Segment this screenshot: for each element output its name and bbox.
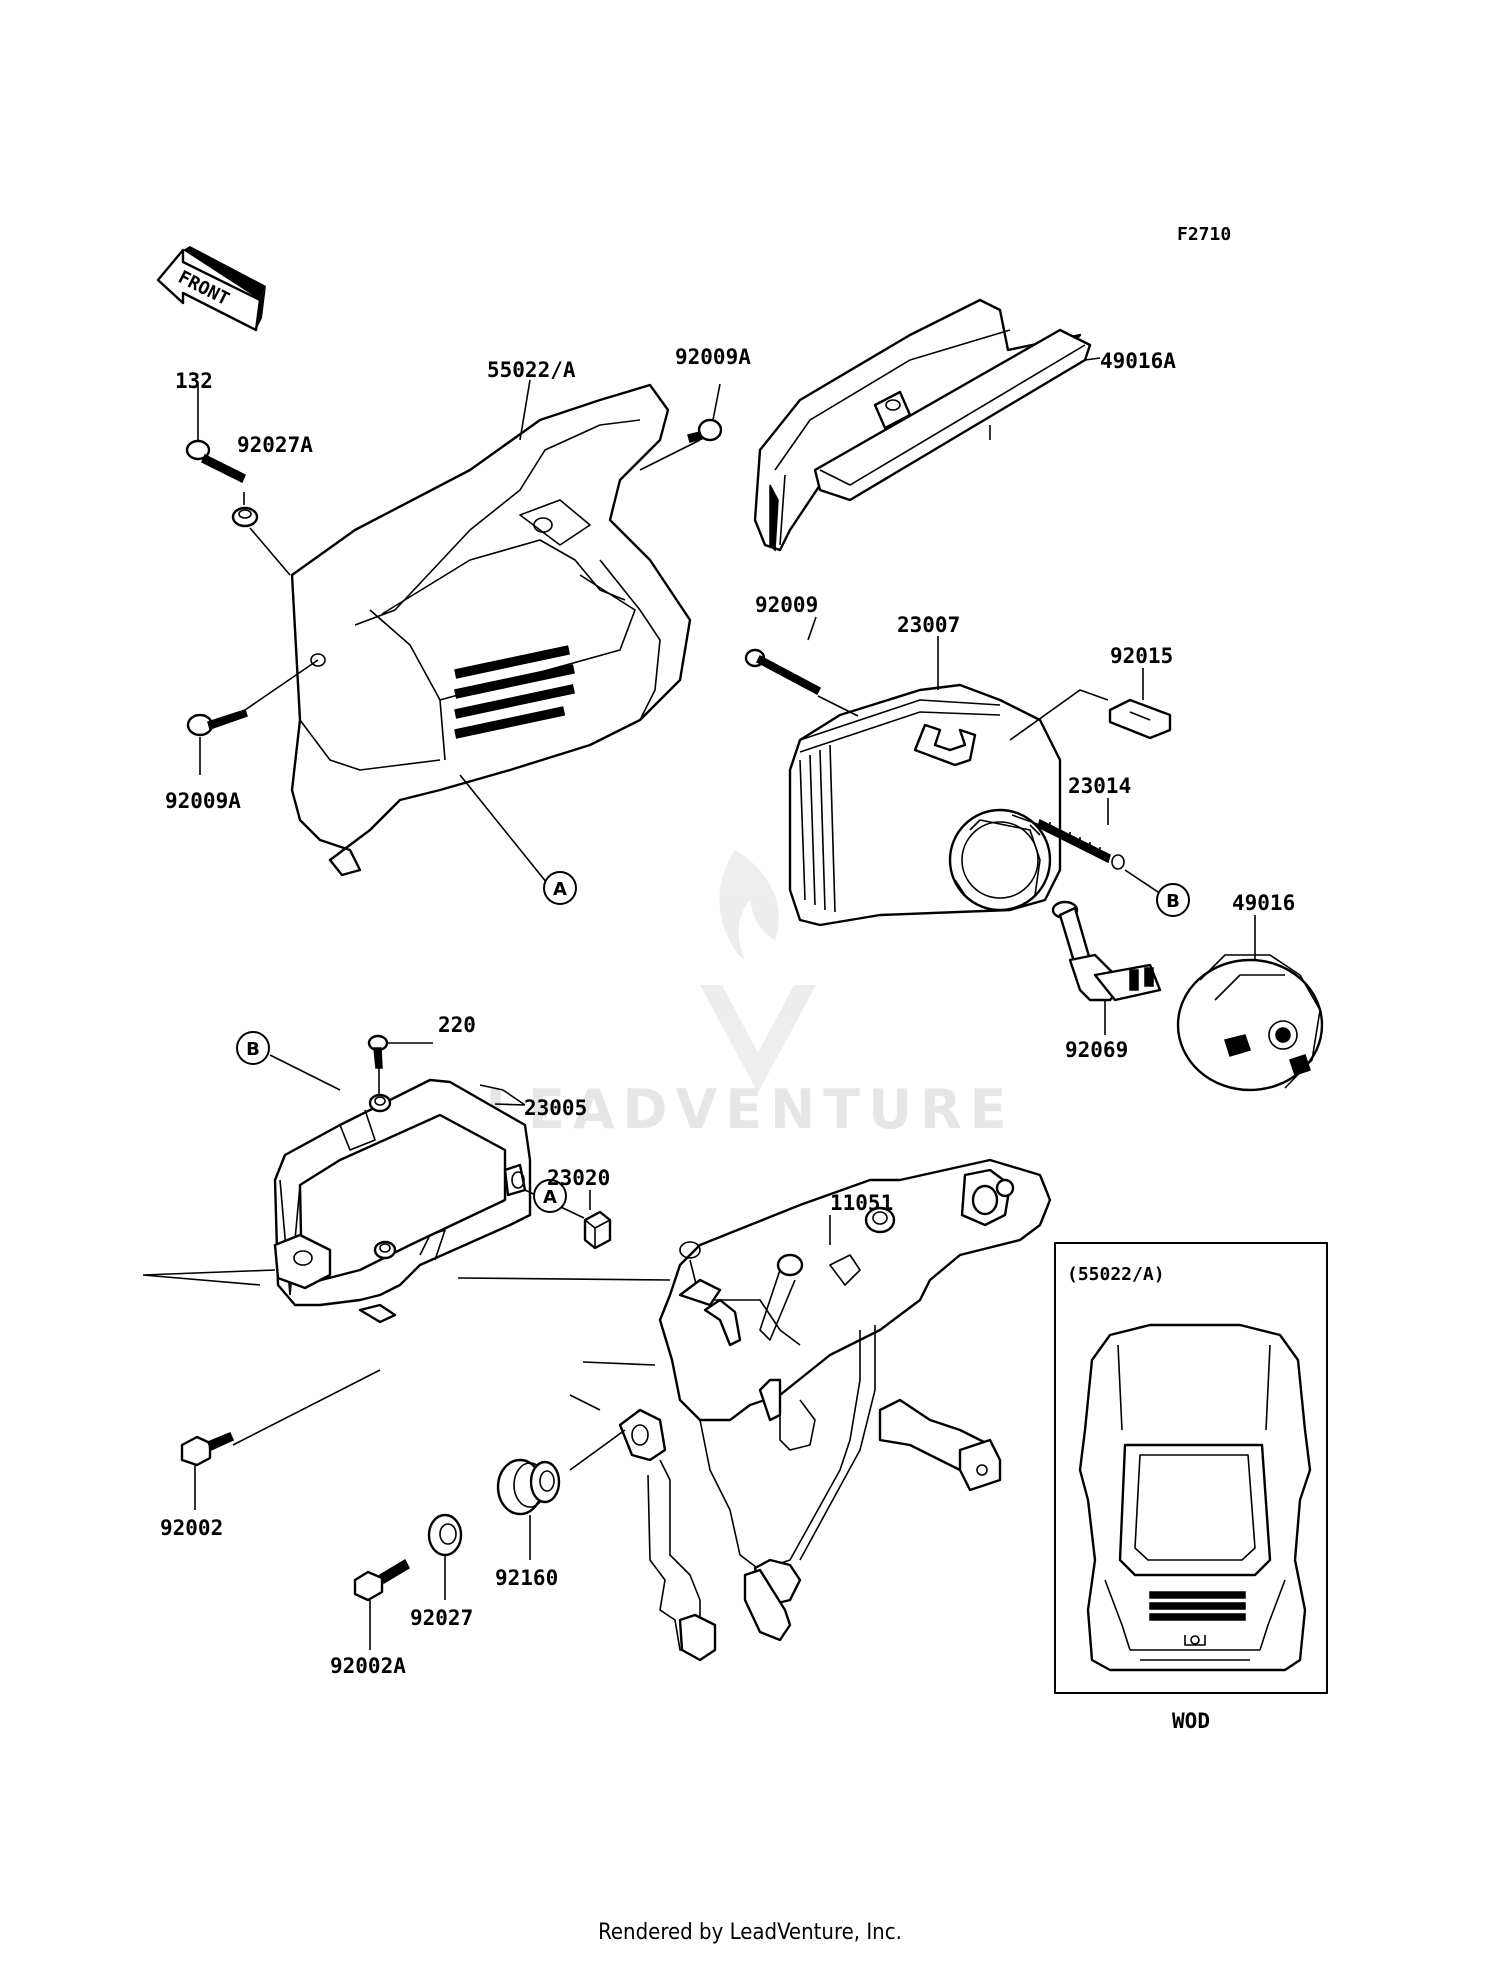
label-132: 132 [175, 369, 213, 393]
inset-panel: (55022/A) WOD [1054, 1242, 1328, 1733]
label-92009a-left: 92009A [165, 789, 241, 813]
svg-text:A: A [553, 879, 567, 900]
label-92027: 92027 [410, 1606, 473, 1630]
front-arrow-icon: FRONT [156, 246, 266, 332]
label-92015: 92015 [1110, 644, 1173, 668]
label-220: 220 [438, 1013, 476, 1037]
label-92009a-top: 92009A [675, 345, 751, 369]
ref-a-lower: A [533, 1179, 567, 1213]
bolt-92002-icon [180, 1432, 234, 1467]
part-23007-headlight-unit [788, 683, 1062, 927]
label-23005: 23005 [524, 1096, 587, 1120]
bolt-92009-icon [744, 648, 821, 696]
inset-title: (55022/A) [1067, 1264, 1165, 1285]
screw-220-icon [367, 1034, 389, 1069]
part-49016a-visor [753, 298, 1092, 552]
ref-b-right: B [1156, 883, 1190, 917]
nut-23020-icon [583, 1210, 612, 1250]
part-11051-bracket [618, 1158, 1052, 1662]
svg-text:A: A [543, 1187, 557, 1208]
bolt-92009a-left-icon [186, 709, 248, 737]
grommet-92160-icon [496, 1458, 561, 1516]
label-92002a: 92002A [330, 1654, 406, 1678]
ref-b-left: B [236, 1031, 270, 1065]
cap-49016-icon [1176, 954, 1324, 1092]
label-92027a: 92027A [237, 433, 313, 457]
svg-text:B: B [1166, 891, 1180, 912]
label-55022a: 55022/A [487, 358, 576, 382]
part-55022a-cowl [290, 383, 692, 877]
inset-cowl-front-view [1078, 1323, 1312, 1672]
label-23014: 23014 [1068, 774, 1131, 798]
part-23005-frame [273, 1078, 532, 1324]
label-92160: 92160 [495, 1566, 558, 1590]
bolt-132-icon [185, 439, 246, 484]
label-92069: 92069 [1065, 1038, 1128, 1062]
label-92009: 92009 [755, 593, 818, 617]
label-23020: 23020 [547, 1166, 610, 1190]
collar-92027a-icon [231, 506, 259, 528]
label-49016a: 49016A [1100, 349, 1176, 373]
footer-credit: Rendered by LeadVenture, Inc. [598, 1920, 902, 1945]
label-49016: 49016 [1232, 891, 1295, 915]
diagram-code: F2710 [1177, 224, 1231, 245]
bulb-92069-icon [1051, 900, 1162, 1002]
collar-92027-icon [427, 1513, 463, 1557]
clip-92015-icon [1108, 698, 1172, 740]
bolt-92009a-top-icon [687, 418, 723, 443]
label-23007: 23007 [897, 613, 960, 637]
label-11051: 11051 [830, 1191, 893, 1215]
svg-text:B: B [246, 1039, 260, 1060]
inset-caption: WOD [1172, 1709, 1210, 1733]
bolt-92002a-icon [353, 1558, 410, 1602]
ref-a-upper: A [543, 871, 577, 905]
label-92002: 92002 [160, 1516, 223, 1540]
